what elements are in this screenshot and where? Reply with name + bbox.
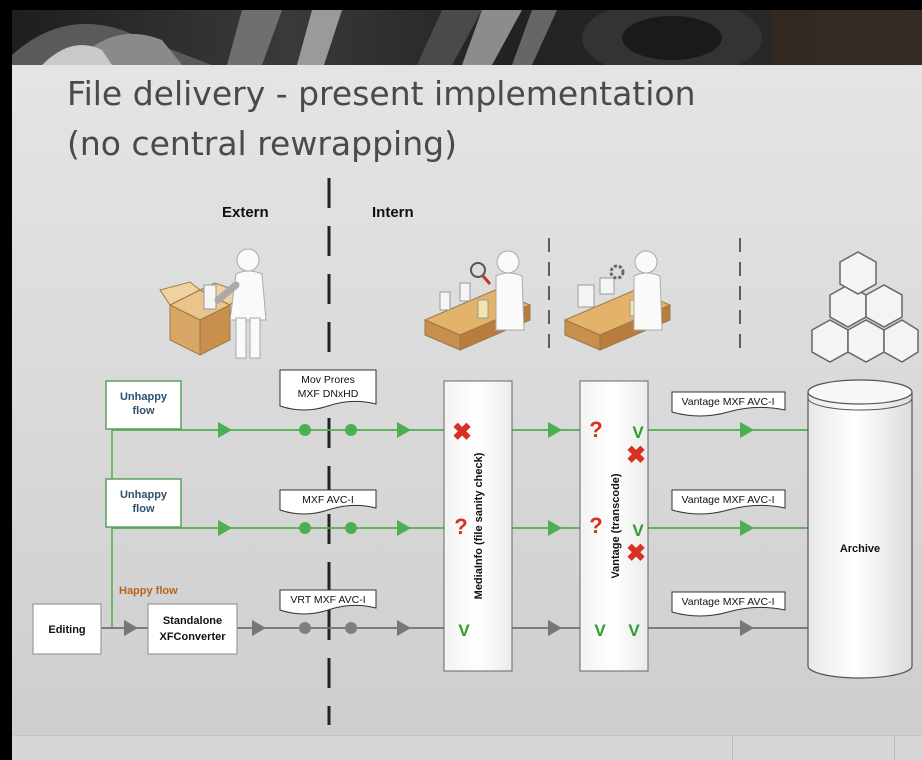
svg-text:MXF AVC-I: MXF AVC-I xyxy=(302,494,354,506)
footer-bar xyxy=(12,735,922,760)
document-vantage-middle: Vantage MXF AVC-I xyxy=(671,489,786,515)
slide-title-line1: File delivery - present implementation xyxy=(67,74,696,113)
document-vantage-bottom: Vantage MXF AVC-I xyxy=(671,591,786,617)
mediainfo-box: MediaInfo (file sanity check) xyxy=(443,380,513,672)
unhappy-flow-box-top: Unhappy flow xyxy=(105,380,182,430)
cross-mark: ✖ xyxy=(626,442,646,469)
cross-mark: ✖ xyxy=(452,419,472,446)
svg-text:Editing: Editing xyxy=(48,624,85,636)
banner-image xyxy=(12,10,922,65)
slide-title-line2: (no central rewrapping) xyxy=(67,124,457,163)
check-mark: V xyxy=(632,423,644,442)
footer-divider xyxy=(894,735,895,760)
vantage-box: Vantage (transcode) xyxy=(579,380,649,672)
question-mark: ? xyxy=(589,513,602,538)
flow-connector-dots xyxy=(299,424,357,634)
svg-text:MediaInfo (file sanity check): MediaInfo (file sanity check) xyxy=(473,452,485,599)
happy-flow-label: Happy flow xyxy=(119,585,178,597)
svg-text:Unhappy: Unhappy xyxy=(120,489,168,501)
document-vrt-mxf-avci: VRT MXF AVC-I xyxy=(279,589,377,615)
footer-divider xyxy=(732,735,733,760)
zone-label-extern: Extern xyxy=(222,204,269,221)
person-processing-conveyor-icon xyxy=(563,250,672,351)
question-mark: ? xyxy=(589,417,602,442)
question-mark: ? xyxy=(454,514,467,539)
xfconverter-box: Standalone XFConverter xyxy=(147,603,238,655)
check-mark: V xyxy=(632,521,644,540)
svg-text:Standalone: Standalone xyxy=(163,615,222,627)
svg-text:XFConverter: XFConverter xyxy=(159,631,226,643)
svg-text:MXF DNxHD: MXF DNxHD xyxy=(298,388,359,400)
svg-text:flow: flow xyxy=(133,503,155,515)
document-vantage-top: Vantage MXF AVC-I xyxy=(671,391,786,417)
archive-cylinder: Archive xyxy=(807,379,913,679)
editing-box: Editing xyxy=(32,603,102,655)
flow-arrows xyxy=(124,422,754,636)
svg-text:Mov Prores: Mov Prores xyxy=(301,374,355,386)
check-mark: V xyxy=(628,621,640,640)
stacked-cubes-icon xyxy=(811,251,919,363)
document-mxf-avci: MXF AVC-I xyxy=(279,489,377,515)
zone-label-intern: Intern xyxy=(372,204,414,221)
status-marks: ✖ ? V ? V ✖ ? V ✖ V V xyxy=(452,417,646,640)
svg-text:Vantage MXF AVC-I: Vantage MXF AVC-I xyxy=(682,494,775,506)
svg-text:Unhappy: Unhappy xyxy=(120,391,168,403)
svg-text:Vantage MXF AVC-I: Vantage MXF AVC-I xyxy=(682,396,775,408)
svg-text:Vantage (transcode): Vantage (transcode) xyxy=(610,473,622,578)
check-mark: V xyxy=(594,621,606,640)
svg-text:Vantage MXF AVC-I: Vantage MXF AVC-I xyxy=(682,596,775,608)
person-packing-box-icon xyxy=(159,248,267,359)
cross-mark: ✖ xyxy=(626,540,646,567)
svg-text:flow: flow xyxy=(133,405,155,417)
check-mark: V xyxy=(458,621,470,640)
unhappy-flow-box-middle: Unhappy flow xyxy=(105,478,182,528)
person-inspecting-conveyor-icon xyxy=(423,250,532,351)
svg-text:Archive: Archive xyxy=(840,543,880,555)
document-mov-prores: Mov Prores MXF DNxHD xyxy=(279,369,377,411)
svg-text:VRT MXF AVC-I: VRT MXF AVC-I xyxy=(290,594,365,606)
